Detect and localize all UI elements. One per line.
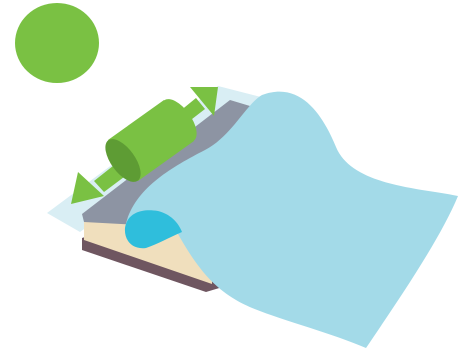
book-covering-illustration bbox=[0, 0, 466, 349]
